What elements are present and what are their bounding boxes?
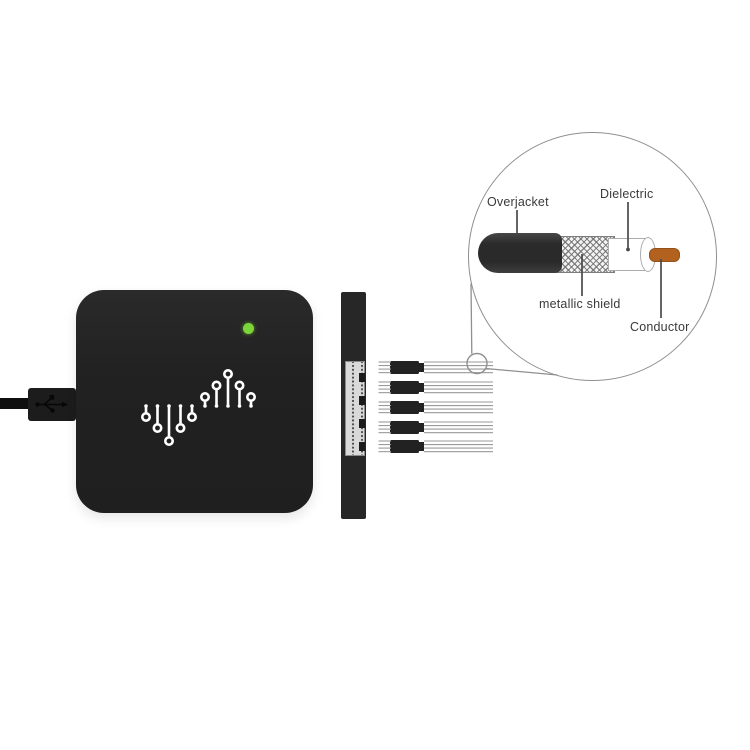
magnifier-link-line xyxy=(470,283,473,354)
usb-cable xyxy=(0,398,32,409)
label-overjacket: Overjacket xyxy=(487,195,549,209)
overjacket-layer xyxy=(478,233,562,273)
header-notch xyxy=(359,396,365,405)
magnifier-source-circle xyxy=(466,352,488,375)
probe-plug xyxy=(390,360,419,374)
waveform-logo xyxy=(141,369,257,447)
probe-plug xyxy=(390,380,419,394)
conductor-layer xyxy=(649,248,680,262)
probe-plug xyxy=(390,420,419,434)
logic-analyzer-device xyxy=(76,290,313,513)
probe-plug-tab xyxy=(418,362,424,372)
probe-plug-tab xyxy=(418,402,424,412)
label-metallic-shield: metallic shield xyxy=(539,297,621,311)
probe-plug xyxy=(390,439,419,453)
label-dielectric: Dielectric xyxy=(600,187,654,201)
header-notch xyxy=(359,442,365,451)
metallic-shield-layer xyxy=(556,236,615,273)
power-led xyxy=(243,323,254,334)
pin-header-connector xyxy=(345,361,365,456)
probe-plug xyxy=(390,400,419,414)
header-notch xyxy=(359,373,365,382)
usb-trident-icon xyxy=(35,395,68,413)
label-conductor: Conductor xyxy=(630,320,690,334)
header-notch xyxy=(359,419,365,428)
probe-plug-tab xyxy=(418,441,424,451)
probe-plug-tab xyxy=(418,382,424,392)
usb-plug xyxy=(28,388,76,421)
probe-plug-tab xyxy=(418,422,424,432)
